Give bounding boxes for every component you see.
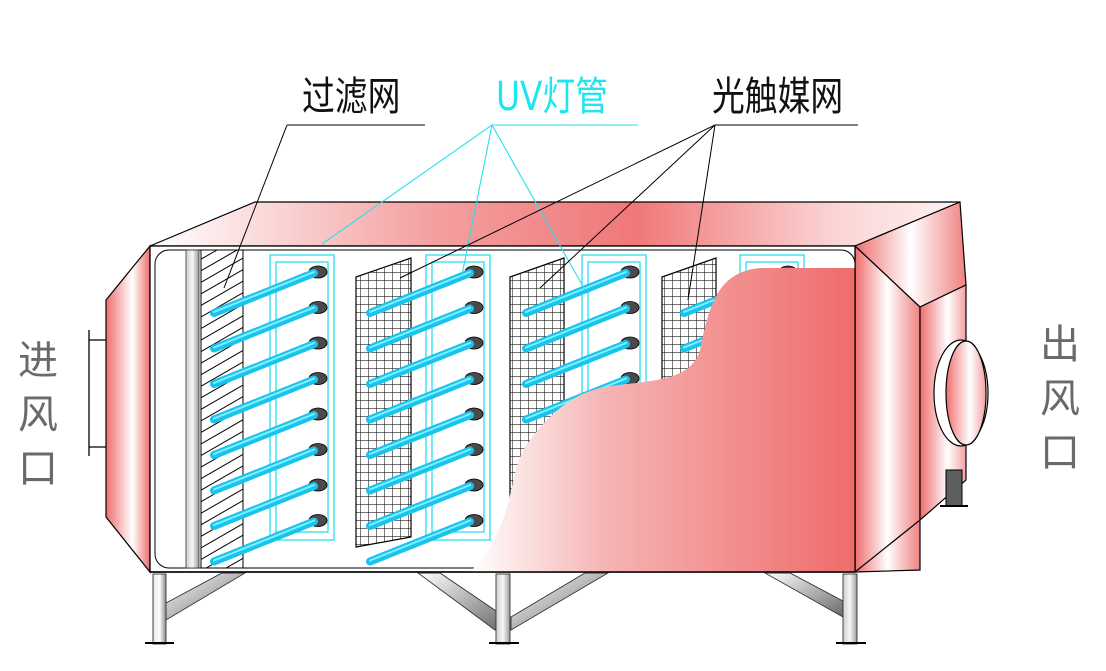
lamp-tube-highlight	[525, 342, 627, 384]
label-photocatalyst: 光触媒网	[712, 74, 844, 120]
label-uv-lamp: UV灯管	[496, 74, 609, 120]
brace-left	[165, 572, 247, 621]
leader-uv-lamp	[321, 124, 638, 291]
uv-lamp-tube	[210, 301, 328, 353]
brace-middle-right	[510, 572, 610, 631]
lamp-tube-highlight	[213, 306, 315, 349]
uv-lamp-tube	[210, 407, 328, 459]
lamp-tube-highlight	[369, 377, 471, 420]
uv-lamp-tube	[522, 265, 640, 317]
lamp-tube-highlight	[369, 306, 471, 349]
leg-back-right	[945, 469, 963, 507]
support-frame	[145, 572, 866, 645]
uv-lamp-tube	[366, 265, 484, 317]
brace-right	[763, 572, 844, 618]
uv-lamp-tube	[366, 443, 484, 495]
lamp-tube-highlight	[213, 448, 315, 491]
uv-lamp-tube	[366, 336, 484, 388]
lamp-tube-highlight	[369, 448, 471, 491]
uv-lamp-tube	[210, 372, 328, 424]
lamp-tube-highlight	[213, 377, 315, 420]
uv-lamp-tube	[522, 301, 640, 353]
inlet-rail	[185, 249, 200, 569]
lamp-tube-highlight	[369, 484, 471, 526]
lamp-tube-highlight	[525, 271, 627, 313]
lamp-tube-highlight	[369, 519, 471, 562]
leg-front-middle	[495, 573, 511, 645]
uv-lamp-tube	[210, 336, 328, 388]
inlet-flange	[88, 330, 106, 456]
leg-front-left	[152, 573, 167, 645]
uv-lamp-tube	[366, 372, 484, 424]
lamp-tube-highlight	[369, 413, 471, 455]
lamp-tube-highlight	[213, 484, 315, 526]
lamp-tube-highlight	[525, 306, 627, 349]
lamp-tube-highlight	[213, 413, 315, 455]
outlet-pipe	[933, 339, 989, 447]
uv-lamp-tube	[210, 443, 328, 495]
uv-lamp-tube	[210, 265, 328, 317]
leader-photocatalyst	[399, 124, 858, 301]
inlet-hood	[105, 244, 151, 574]
brace-middle-left	[416, 572, 506, 631]
uv-lamp-tube	[522, 336, 640, 388]
label-inlet: 进风口	[18, 338, 58, 492]
leg-front-right	[842, 573, 858, 645]
lamp-tube-highlight	[213, 342, 315, 384]
lamp-tube-highlight	[369, 342, 471, 384]
photocatalyst-mesh-1	[355, 257, 412, 548]
label-filter: 过滤网	[302, 74, 401, 120]
uv-lamp-tube	[366, 301, 484, 353]
cutaway-cover-panel	[470, 268, 855, 572]
uv-lamp-tube	[366, 514, 484, 566]
uv-lamp-tube	[210, 514, 328, 566]
housing-top-panel	[149, 201, 961, 247]
lamp-tube-highlight	[213, 519, 315, 562]
lamp-tube-highlight	[213, 271, 315, 313]
uv-lamp-tube	[366, 478, 484, 530]
label-outlet: 出风口	[1040, 322, 1080, 476]
uv-lamp-tube	[366, 407, 484, 459]
leader-filter	[223, 124, 425, 289]
lamp-tube-highlight	[369, 271, 471, 313]
uv-lamp-tube	[210, 478, 328, 530]
